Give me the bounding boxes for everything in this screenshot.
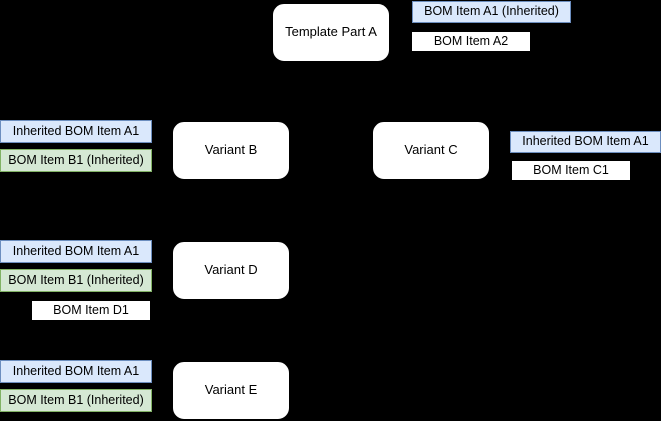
- bom-item-label: BOM Item B1 (Inherited): [8, 392, 144, 407]
- bom-item-label: Inherited BOM Item A1: [522, 134, 649, 149]
- variant-e-bom-item-b1-inherited[interactable]: BOM Item B1 (Inherited): [0, 389, 152, 412]
- node-label: Variant E: [204, 382, 258, 398]
- variant-d-inherited-bom-item-a1[interactable]: Inherited BOM Item A1: [0, 240, 152, 263]
- bom-item-a1-inherited[interactable]: BOM Item A1 (Inherited): [412, 1, 571, 23]
- variant-d-bom-item-d1[interactable]: BOM Item D1: [31, 300, 151, 321]
- node-variant-e[interactable]: Variant E: [172, 361, 290, 420]
- variant-c-bom-item-c1[interactable]: BOM Item C1: [511, 160, 631, 181]
- node-label: Variant D: [204, 262, 258, 278]
- bom-item-label: BOM Item A1 (Inherited): [424, 4, 559, 19]
- node-template-part-a[interactable]: Template Part A: [272, 3, 390, 62]
- node-variant-d[interactable]: Variant D: [172, 241, 290, 300]
- variant-c-inherited-bom-item-a1[interactable]: Inherited BOM Item A1: [510, 131, 661, 153]
- bom-item-label: BOM Item B1 (Inherited): [8, 272, 144, 287]
- node-label: Template Part A: [285, 24, 377, 40]
- variant-b-inherited-bom-item-a1[interactable]: Inherited BOM Item A1: [0, 120, 152, 143]
- variant-d-bom-item-b1-inherited[interactable]: BOM Item B1 (Inherited): [0, 269, 152, 292]
- node-label: Variant B: [204, 142, 258, 158]
- variant-b-bom-item-b1-inherited[interactable]: BOM Item B1 (Inherited): [0, 149, 152, 172]
- bom-item-label: BOM Item D1: [53, 302, 129, 317]
- node-label: Variant C: [404, 142, 458, 158]
- bom-item-a2[interactable]: BOM Item A2: [411, 31, 531, 52]
- bom-item-label: BOM Item B1 (Inherited): [8, 152, 144, 167]
- bom-item-label: Inherited BOM Item A1: [12, 363, 140, 378]
- node-variant-c[interactable]: Variant C: [372, 121, 490, 180]
- bom-item-label: BOM Item C1: [533, 162, 609, 177]
- variant-e-inherited-bom-item-a1[interactable]: Inherited BOM Item A1: [0, 360, 152, 383]
- bom-item-label: Inherited BOM Item A1: [12, 123, 140, 138]
- bom-item-label: BOM Item A2: [433, 33, 509, 48]
- bom-item-label: Inherited BOM Item A1: [12, 243, 140, 258]
- node-variant-b[interactable]: Variant B: [172, 121, 290, 180]
